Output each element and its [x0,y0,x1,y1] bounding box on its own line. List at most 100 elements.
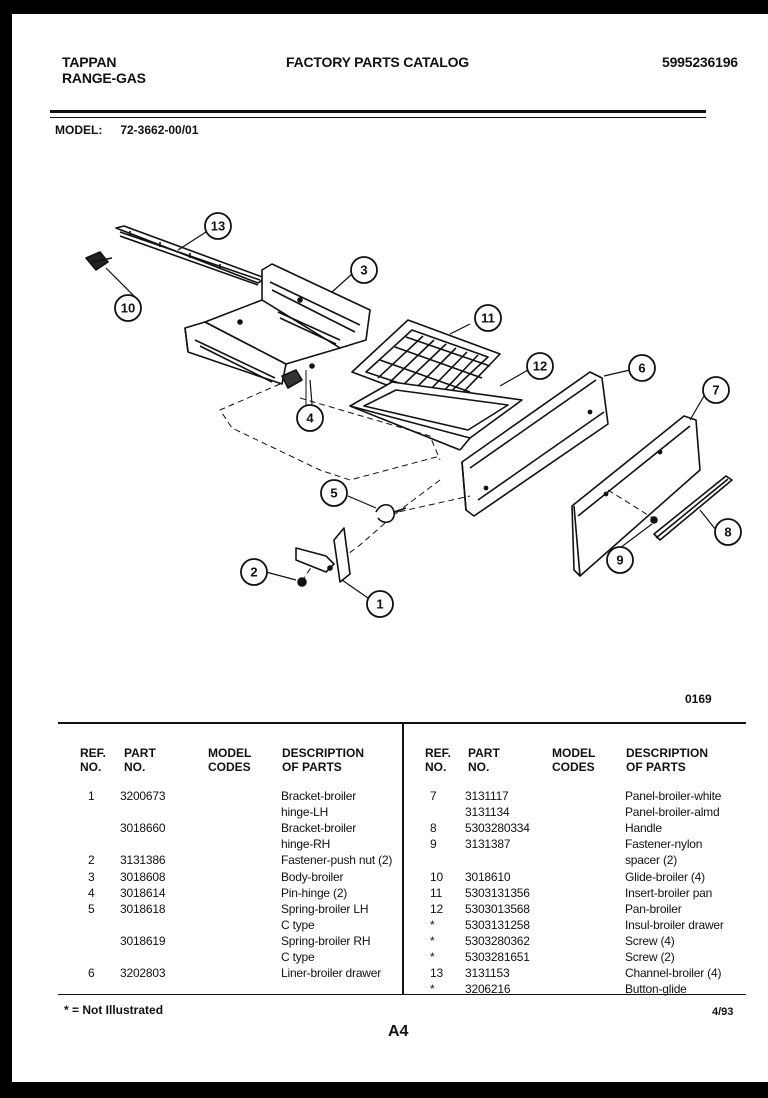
broiler-pan-part [349,381,523,451]
fastener-nylon-part [650,516,658,524]
callout-5 [320,479,348,507]
callout-3-label: 3 [360,263,367,278]
row-part: 3131117 [465,789,509,803]
row-desc: Panel-broiler-almd [625,805,720,820]
callout-12-label: 12 [533,359,547,374]
broiler-insert-part [351,319,501,409]
handle-part [653,475,733,541]
row-ref: * [430,982,435,997]
row-ref: 12 [430,901,443,916]
row-part: 3018619 [120,933,166,948]
left-header-ref: REF. NO. [80,746,107,774]
left-header-part: PART NO. [124,746,156,774]
callout-8 [714,518,742,546]
table-top-rule [58,722,746,724]
row-desc: Handle [625,821,662,836]
callout-11 [474,304,502,332]
callout-1-label: 1 [376,597,383,612]
row-desc: Pin-hinge (2) [281,885,348,900]
footnote: * = Not Illustrated [64,1003,164,1017]
row-ref: 4 [88,885,95,900]
row-desc: Liner-broiler drawer [281,966,382,981]
callout-5-label: 5 [330,486,337,501]
product-type: RANGE-GAS [62,70,146,86]
row-desc: Insul-broiler drawer [625,917,724,932]
row-desc: Body-broiler [281,869,344,884]
row-part: 3131134 [465,805,510,820]
row-ref: 9 [430,837,437,852]
row-part: 3018608 [120,869,166,884]
row-ref: 2 [88,853,95,868]
row-part: 3131153 [465,966,510,981]
model-line: MODEL:72-3662-00/01 [55,123,198,137]
row-ref: 7 [430,789,437,803]
row-desc: spacer (2) [625,853,678,868]
callout-9 [606,546,634,574]
row-desc: Bracket-broiler [281,821,357,836]
row-ref: * [430,950,435,964]
row-desc: hinge-RH [281,837,331,852]
row-part: 3018618 [120,901,166,916]
callout-6 [628,354,656,382]
row-part: 5303013568 [465,901,530,916]
row-part: 3018660 [120,821,166,836]
row-desc: Bracket-broiler [281,789,357,803]
left-header-description: DESCRIPTION OF PARTS [282,746,365,774]
row-ref: * [430,917,435,932]
row-desc: hinge-LH [281,805,329,820]
row-part: 3200673 [120,789,166,803]
figure-code: 0169 [685,692,712,706]
page-id: A4 [388,1023,409,1040]
callout-2-label: 2 [250,565,257,580]
row-part: 5303131356 [465,885,530,900]
row-part: 5303280334 [465,821,530,836]
callout-8-label: 8 [724,525,731,540]
callout-10-label: 10 [121,301,135,316]
row-desc: Button-glide [625,982,687,997]
row-desc: Pan-broiler [625,901,682,916]
callout-7 [702,376,730,404]
row-desc: C type [281,950,315,964]
catalog-title: FACTORY PARTS CATALOG [286,54,469,70]
row-part: 5303280362 [465,933,530,948]
row-desc: Screw (2) [625,950,675,964]
broiler-body-part [184,263,371,389]
header-rule-thin [50,117,706,118]
left-header-model-codes: MODEL CODES [208,746,252,774]
row-ref: 13 [430,966,443,981]
liner-drawer-part [461,371,609,517]
callout-12 [526,352,554,380]
row-part: 3202803 [120,966,166,981]
row-ref: 5 [88,901,95,916]
glide-broiler-part [85,251,113,271]
row-part: 5303131258 [465,917,530,932]
revision-date: 4/93 [712,1006,734,1018]
callout-1 [366,590,394,618]
row-desc: Spring-broiler LH [281,901,369,916]
row-desc: Screw (4) [625,933,675,948]
callout-6-label: 6 [638,361,645,376]
row-part: 3018610 [465,869,511,884]
row-desc: Fastener-push nut (2) [281,853,393,868]
catalog-page [12,14,768,1082]
catalog-number: 5995236196 [662,54,738,70]
bracket-hinge-part [295,527,351,583]
row-ref: 6 [88,966,95,981]
row-desc: Spring-broiler RH [281,933,371,948]
row-ref: 11 [430,885,443,900]
right-header-part: PART NO. [468,746,500,774]
row-desc: C type [281,917,315,932]
brand-name: TAPPAN [62,54,117,70]
row-part: 3131387 [465,837,511,852]
panel-broiler-part [571,415,701,577]
callout-10 [114,294,142,322]
row-ref: * [430,933,435,948]
row-ref: 3 [88,869,95,884]
row-ref: 10 [430,869,443,884]
row-desc: Glide-broiler (4) [625,869,705,884]
row-part: 3131386 [120,853,166,868]
row-ref: 1 [88,789,95,803]
callout-11-label: 11 [481,311,495,326]
row-part: 3018614 [120,885,166,900]
right-header-model-codes: MODEL CODES [552,746,596,774]
